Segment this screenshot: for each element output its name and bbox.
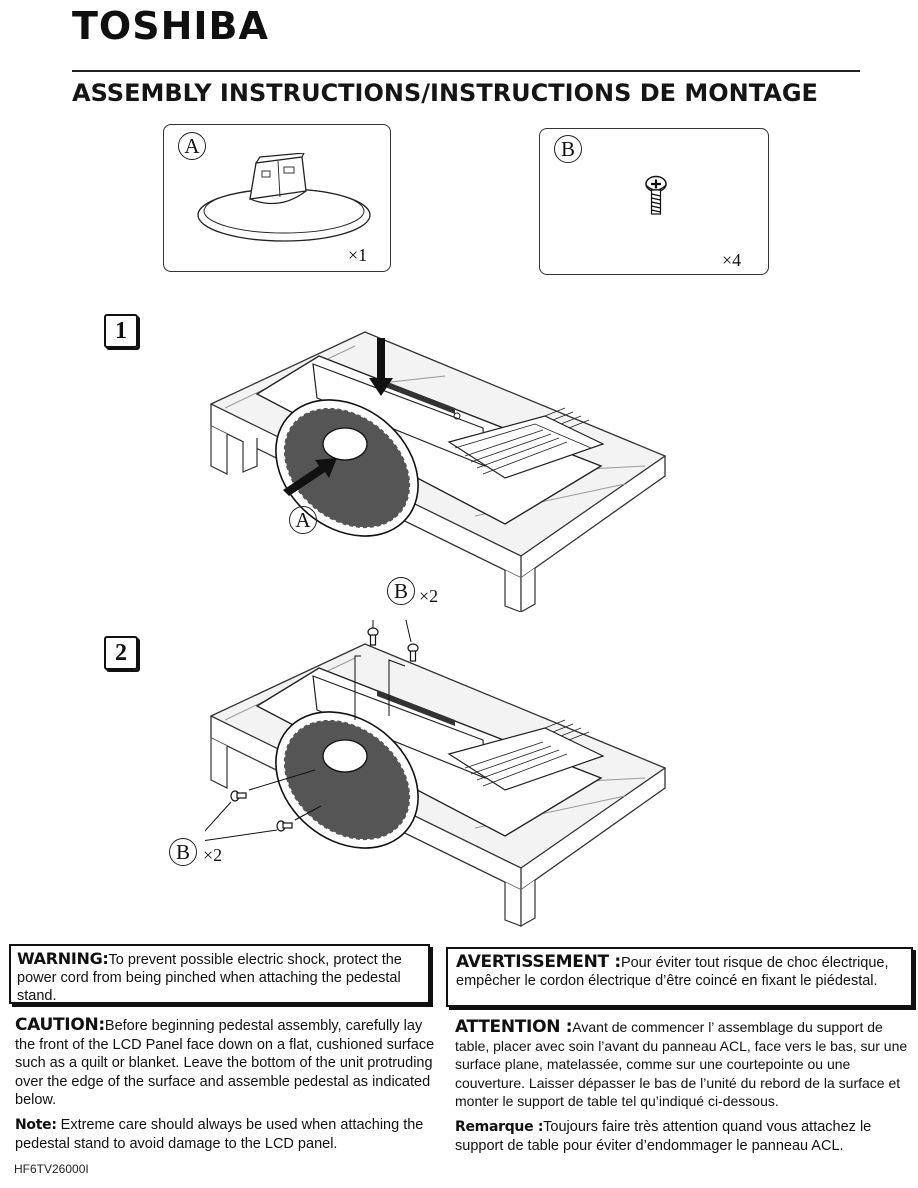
caution-section-fr: ATTENTION :Avant de commencer l’ assembl…	[455, 1018, 917, 1111]
step-2-callout-qty-top: ×2	[419, 586, 439, 606]
warning-label-en: WARNING:	[17, 949, 109, 968]
warning-box-fr: AVERTISSEMENT :Pour éviter tout risque d…	[446, 947, 913, 1007]
step-2-callout-qty-bottom: ×2	[203, 845, 223, 865]
caution-section-en: CAUTION:Before beginning pedestal assemb…	[15, 1016, 443, 1110]
caution-text-fr: Avant de commencer l’ assemblage du supp…	[455, 1019, 908, 1109]
note-section-fr: Remarque :Toujours faire très attention …	[455, 1118, 915, 1155]
part-b-letter: B	[554, 135, 582, 163]
note-label-en: Note:	[15, 1117, 57, 1133]
warning-box-en: WARNING:To prevent possible electric sho…	[9, 944, 430, 1004]
part-a-letter: A	[178, 132, 206, 160]
caution-label-fr: ATTENTION :	[455, 1017, 573, 1037]
part-b-quantity: ×4	[722, 250, 742, 270]
step-2-callout-b-bottom: B	[169, 838, 197, 866]
document-code: HF6TV26000I	[14, 1162, 89, 1176]
step-1-callout-a: A	[289, 506, 317, 534]
part-a-quantity: ×1	[348, 245, 368, 265]
note-text-en: Extreme care should always be used when …	[15, 1117, 424, 1152]
part-a-box: A ×1	[163, 124, 391, 272]
note-section-en: Note: Extreme care should always be used…	[15, 1116, 443, 1153]
warning-text-fr: Pour éviter tout risque de choc électriq…	[456, 955, 889, 989]
step-2-number: 2	[104, 636, 138, 670]
pedestal-stand-icon	[194, 153, 374, 245]
header-divider	[72, 70, 860, 72]
warning-text-en: To prevent possible electric shock, prot…	[17, 952, 402, 1004]
step-2-callout-b-top: B	[387, 577, 415, 605]
brand-logo: TOSHIBA	[72, 4, 269, 48]
screw-icon	[644, 175, 668, 217]
caution-text-en: Before beginning pedestal assembly, care…	[15, 1018, 435, 1108]
part-b-box: B ×4	[539, 128, 769, 275]
note-text-fr: Toujours faire très attention quand vous…	[455, 1119, 872, 1154]
page-title: ASSEMBLY INSTRUCTIONS/INSTRUCTIONS DE MO…	[72, 79, 818, 107]
step-2-illustration	[205, 620, 675, 930]
warning-label-fr: AVERTISSEMENT :	[456, 952, 621, 972]
step-1-number: 1	[104, 314, 138, 348]
note-label-fr: Remarque :	[455, 1119, 544, 1135]
step-1-illustration	[205, 316, 675, 612]
caution-label-en: CAUTION:	[15, 1015, 105, 1035]
